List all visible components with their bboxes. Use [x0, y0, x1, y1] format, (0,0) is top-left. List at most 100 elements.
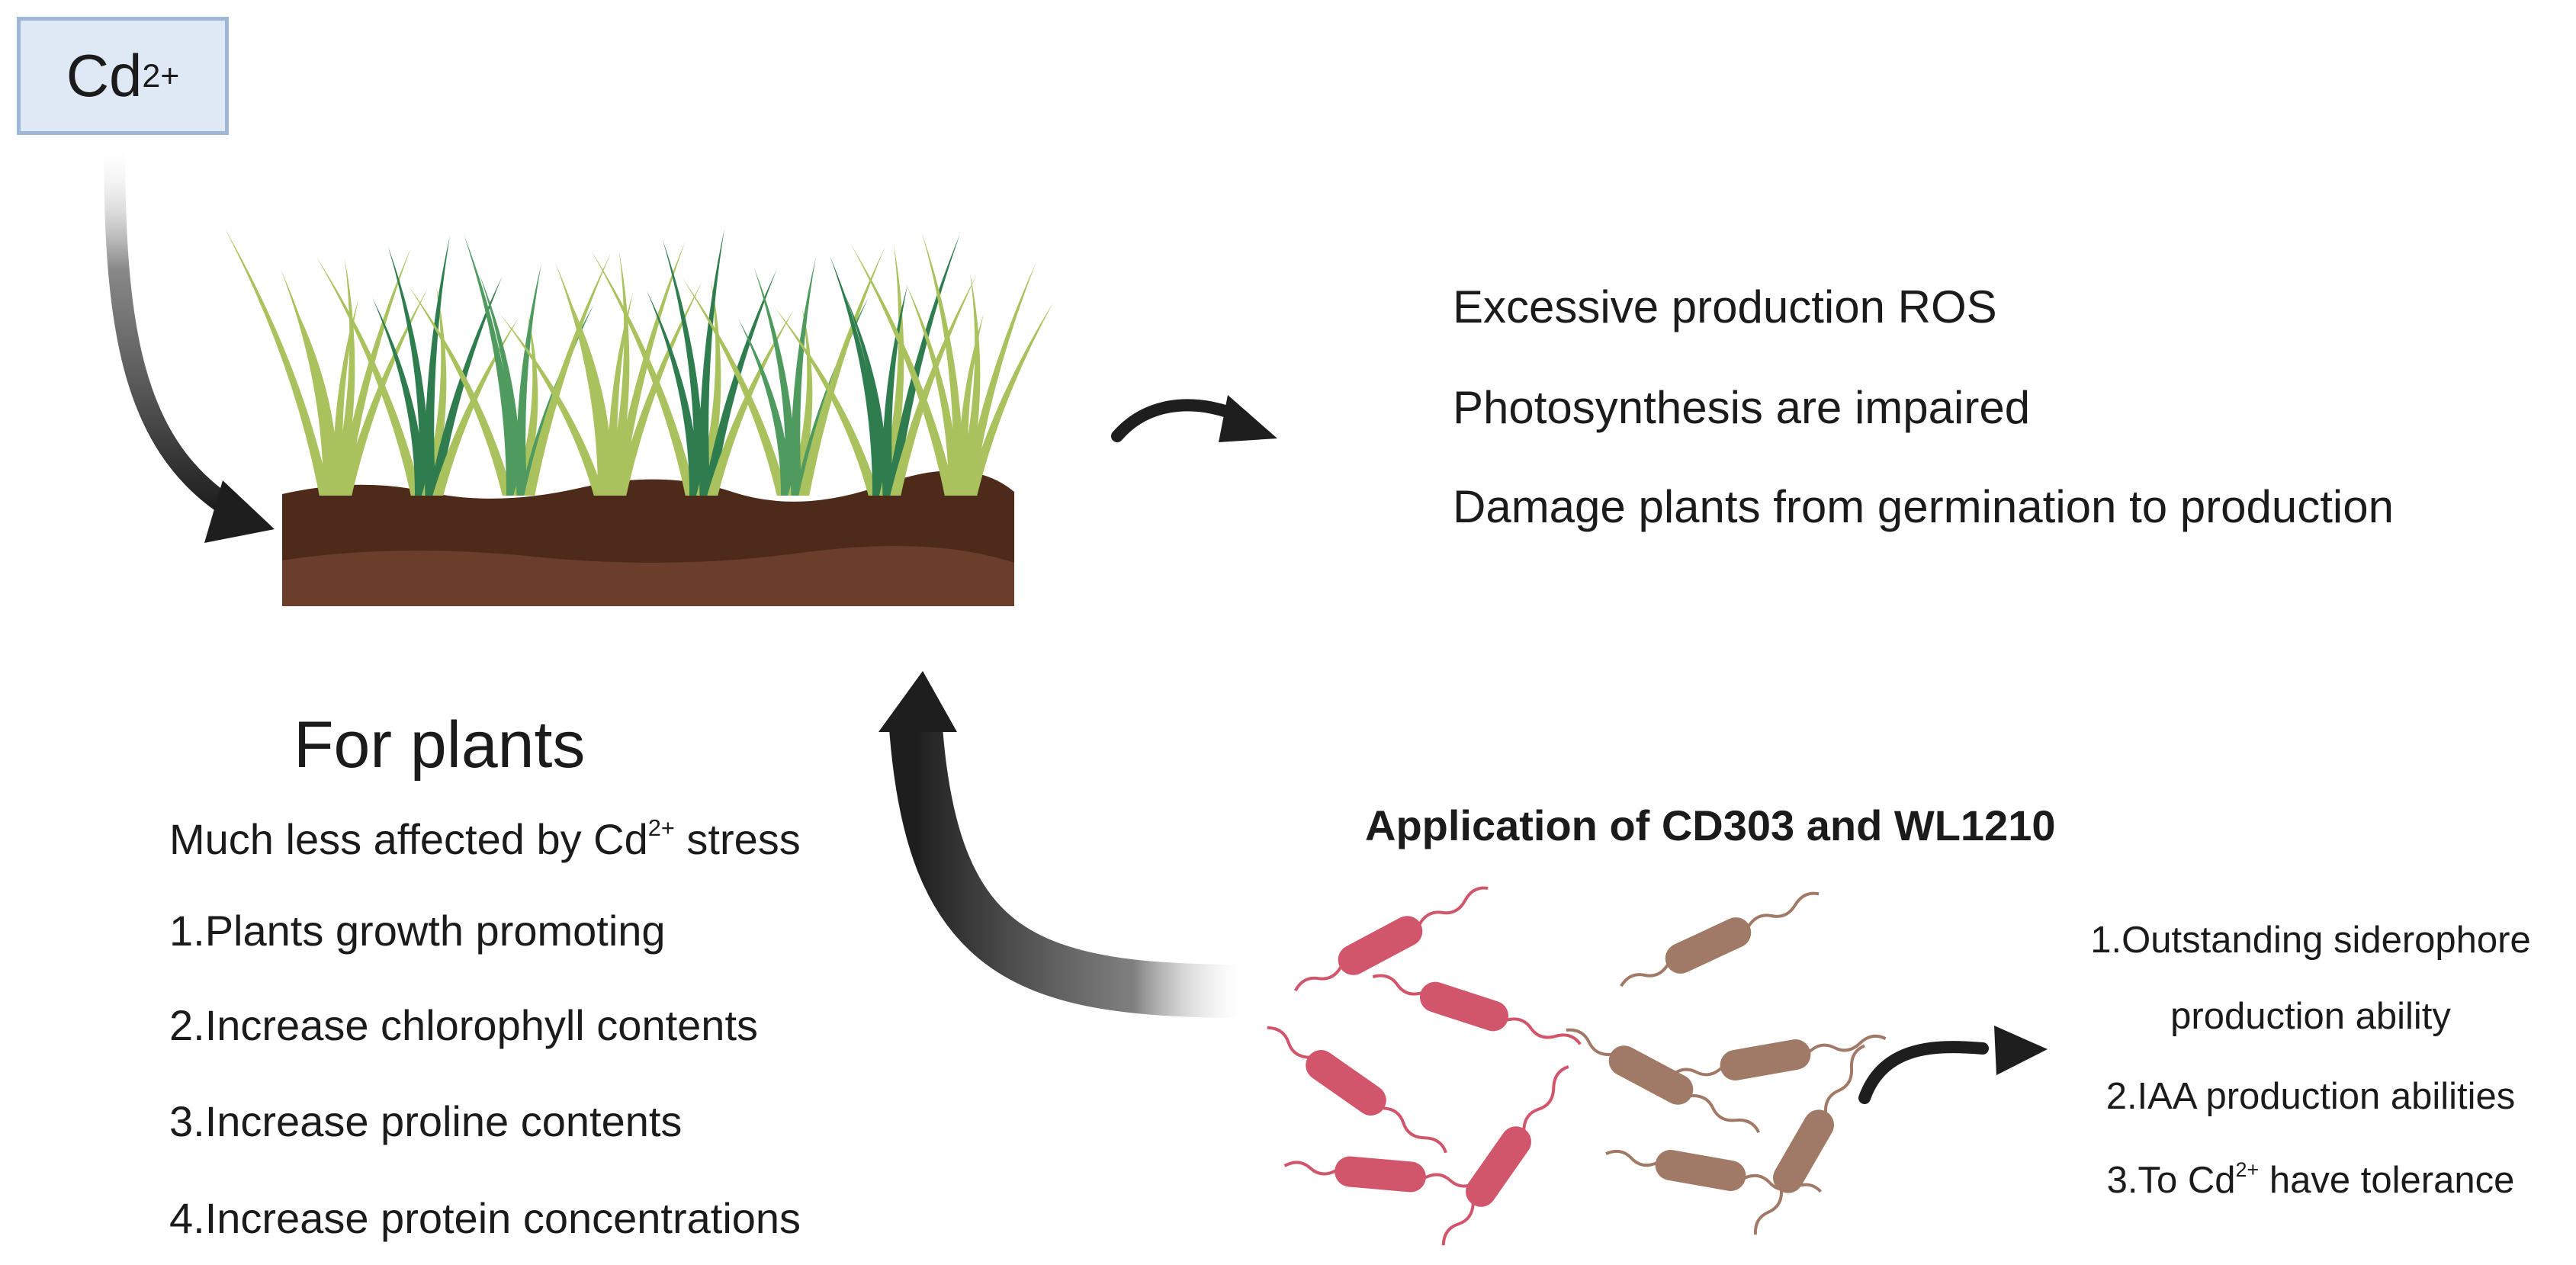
effects-arrow [1111, 395, 1277, 442]
grass-blade [499, 313, 605, 496]
bacterium-flagellum [1605, 1149, 1658, 1167]
grass-blade [703, 269, 777, 496]
bacterium [1566, 1028, 1761, 1134]
bacterium-flagellum [1267, 1026, 1310, 1059]
trait-iaa: 2.IAA production abilities [2105, 1076, 2516, 1117]
grass-blade [524, 253, 611, 496]
grass-blade [516, 264, 541, 496]
bacterium-flagellum [1823, 1044, 1865, 1113]
grass-blade [962, 262, 1036, 496]
effect-ros: Excessive production ROS [1453, 281, 1997, 332]
bacterium [1441, 1065, 1569, 1246]
grass-blade [296, 310, 339, 496]
grass-blade [886, 234, 960, 496]
bacterium-flagellum [1522, 1065, 1569, 1131]
grass-blade [479, 275, 522, 496]
plants-title: For plants [294, 708, 586, 782]
grass-blade [790, 257, 816, 496]
bacterium [1620, 891, 1820, 987]
grass-blade [958, 313, 984, 496]
grass-blade [591, 250, 696, 496]
plants-item-protein: 4.Increase protein concentrations [169, 1194, 801, 1242]
bacterium-flagellum [1283, 1161, 1338, 1176]
grass-blade [788, 308, 813, 496]
cd-label: Cd [66, 42, 143, 109]
bacterium-flagellum [1746, 891, 1820, 928]
trait-siderophore-line2: production ability [2170, 996, 2451, 1037]
grass-blade [966, 303, 1053, 496]
bacterium-body [1608, 1045, 1694, 1105]
bacterium-flagellum [1690, 1094, 1761, 1134]
grass-blade [696, 280, 721, 496]
bacterium-body [1335, 1156, 1426, 1193]
grass-blade [699, 229, 724, 496]
grass-blade [607, 292, 633, 496]
bacteria-to-plant-arrow [878, 671, 1251, 1018]
grass-blade [337, 248, 411, 496]
grass-blade [341, 288, 428, 496]
grass-blade [316, 257, 422, 496]
bacterium-flagellum [1566, 1028, 1612, 1056]
grass-blade [432, 316, 519, 496]
grass-blade [612, 241, 686, 496]
bacterium-body [1655, 1150, 1746, 1191]
trait-tolerance-suffix: have tolerance [2259, 1160, 2515, 1201]
grass-blade [513, 315, 538, 496]
bacterium-flagellum [1669, 1066, 1723, 1078]
grass-blade [332, 299, 358, 496]
plants-item-chlorophyll: 2.Increase chlorophyll contents [169, 1001, 758, 1049]
bacterium [1372, 974, 1582, 1045]
bacterium-body [1720, 1039, 1811, 1080]
bacterium-flagellum [1293, 965, 1343, 992]
effect-photosynthesis: Photosynthesis are impaired [1453, 382, 2031, 433]
bacterium [1283, 1156, 1503, 1193]
effect-damage: Damage plants from germination to produc… [1453, 481, 2394, 532]
bacterium [1669, 1034, 1887, 1080]
trait-tolerance: 3.To Cd2+ have tolerance [2059, 1159, 2562, 1202]
trait-tolerance-text: 3.To Cd [2106, 1160, 2236, 1201]
bacterium-flagellum [1372, 974, 1423, 996]
bacteria-cluster [1267, 886, 1887, 1246]
grass-blade [429, 276, 503, 496]
bacterium-flagellum [1807, 1034, 1887, 1054]
grass-soil-illustration [225, 229, 1053, 606]
bacterium-flagellum [1418, 886, 1489, 926]
plants-subtitle-text: Much less affected by Cd [169, 815, 648, 863]
bacterium-flagellum [1753, 1190, 1784, 1235]
bacterium [1293, 886, 1489, 992]
grass-blade [882, 285, 907, 496]
grass-blade [707, 310, 794, 496]
grass-blade [570, 303, 613, 496]
grass-blade [845, 296, 888, 496]
traits-arrow [1858, 1026, 2048, 1104]
grass-blade [921, 233, 964, 496]
cd-to-soil-arrow [104, 130, 275, 543]
grass-blade [753, 268, 796, 496]
bacterium-flagellum [1382, 1106, 1447, 1154]
bacterium-flagellum [1441, 1202, 1475, 1246]
bacterium-body [1306, 1050, 1386, 1116]
plants-item-proline: 3.Increase proline contents [169, 1097, 683, 1145]
grass-blade [956, 273, 981, 496]
grass-blade [774, 307, 879, 496]
grass-blade [408, 285, 513, 496]
bacterium-body [1419, 981, 1509, 1032]
bacterium-body [1466, 1126, 1531, 1207]
grass-blade [330, 258, 355, 496]
grass-blade [281, 269, 334, 496]
plants-subtitle-charge: 2+ [647, 814, 675, 841]
trait-siderophore-line1: 1.Outstanding siderophore [2090, 920, 2531, 961]
grass-blade [798, 246, 885, 496]
grass-blade [879, 245, 904, 496]
plants-item-growth: 1.Plants growth promoting [169, 907, 666, 955]
bacterium-flagellum [1505, 1017, 1582, 1045]
grass-blade [387, 246, 430, 496]
grass-blade [615, 281, 702, 496]
application-title: Application of CD303 and WL1210 [1365, 801, 2056, 849]
grass-blade [225, 229, 330, 496]
bacterium-body [1338, 916, 1423, 975]
grass-blades [225, 229, 1053, 496]
